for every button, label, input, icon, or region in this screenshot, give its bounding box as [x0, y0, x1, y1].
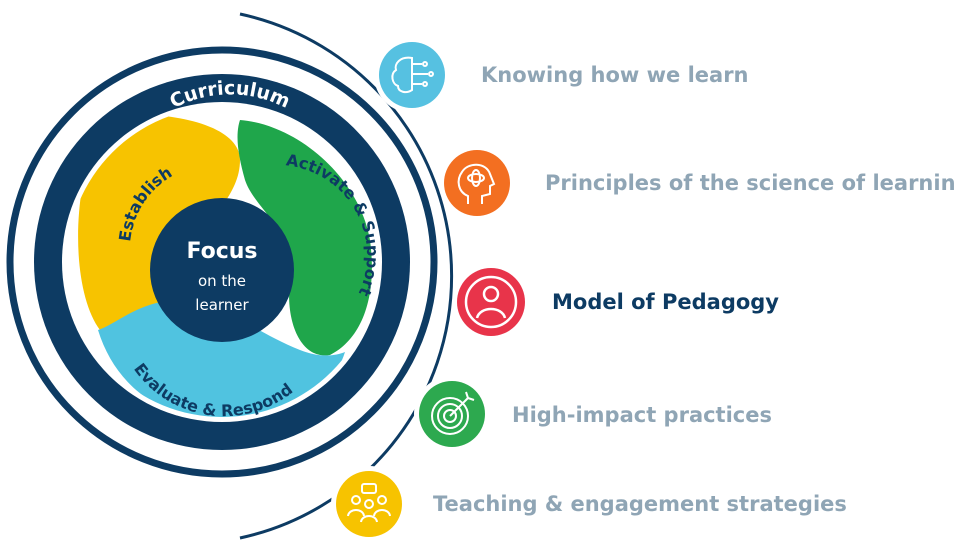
brain-circuit-icon — [391, 56, 434, 94]
person-icon — [464, 275, 518, 329]
segment-evaluate-respond — [98, 300, 345, 417]
label-knowing-how-we-learn: Knowing how we learn — [481, 63, 749, 87]
outer-thin-ring — [6, 46, 438, 478]
label-teaching-strategies: Teaching & engagement strategies — [433, 492, 847, 516]
center-title: Focus — [186, 239, 257, 264]
center-focus-circle — [150, 198, 294, 342]
label-model-of-pedagogy: Model of Pedagogy — [552, 290, 780, 314]
target-arrow-icon — [431, 391, 475, 435]
label-high-impact: High-impact practices — [512, 403, 772, 427]
center-line2: learner — [195, 296, 249, 314]
segment-activate-support — [237, 120, 372, 356]
center-line1: on the — [198, 272, 246, 290]
item-high-impact — [414, 376, 490, 452]
group-chat-icon — [347, 483, 391, 523]
head-atom-icon — [457, 163, 496, 204]
item-teaching-strategies — [331, 466, 407, 541]
segment-establish — [78, 114, 241, 330]
item-model-of-pedagogy — [453, 264, 529, 340]
label-principles: Principles of the science of learning — [545, 171, 955, 195]
item-knowing-how-we-learn — [374, 37, 450, 113]
item-principles — [439, 145, 515, 221]
